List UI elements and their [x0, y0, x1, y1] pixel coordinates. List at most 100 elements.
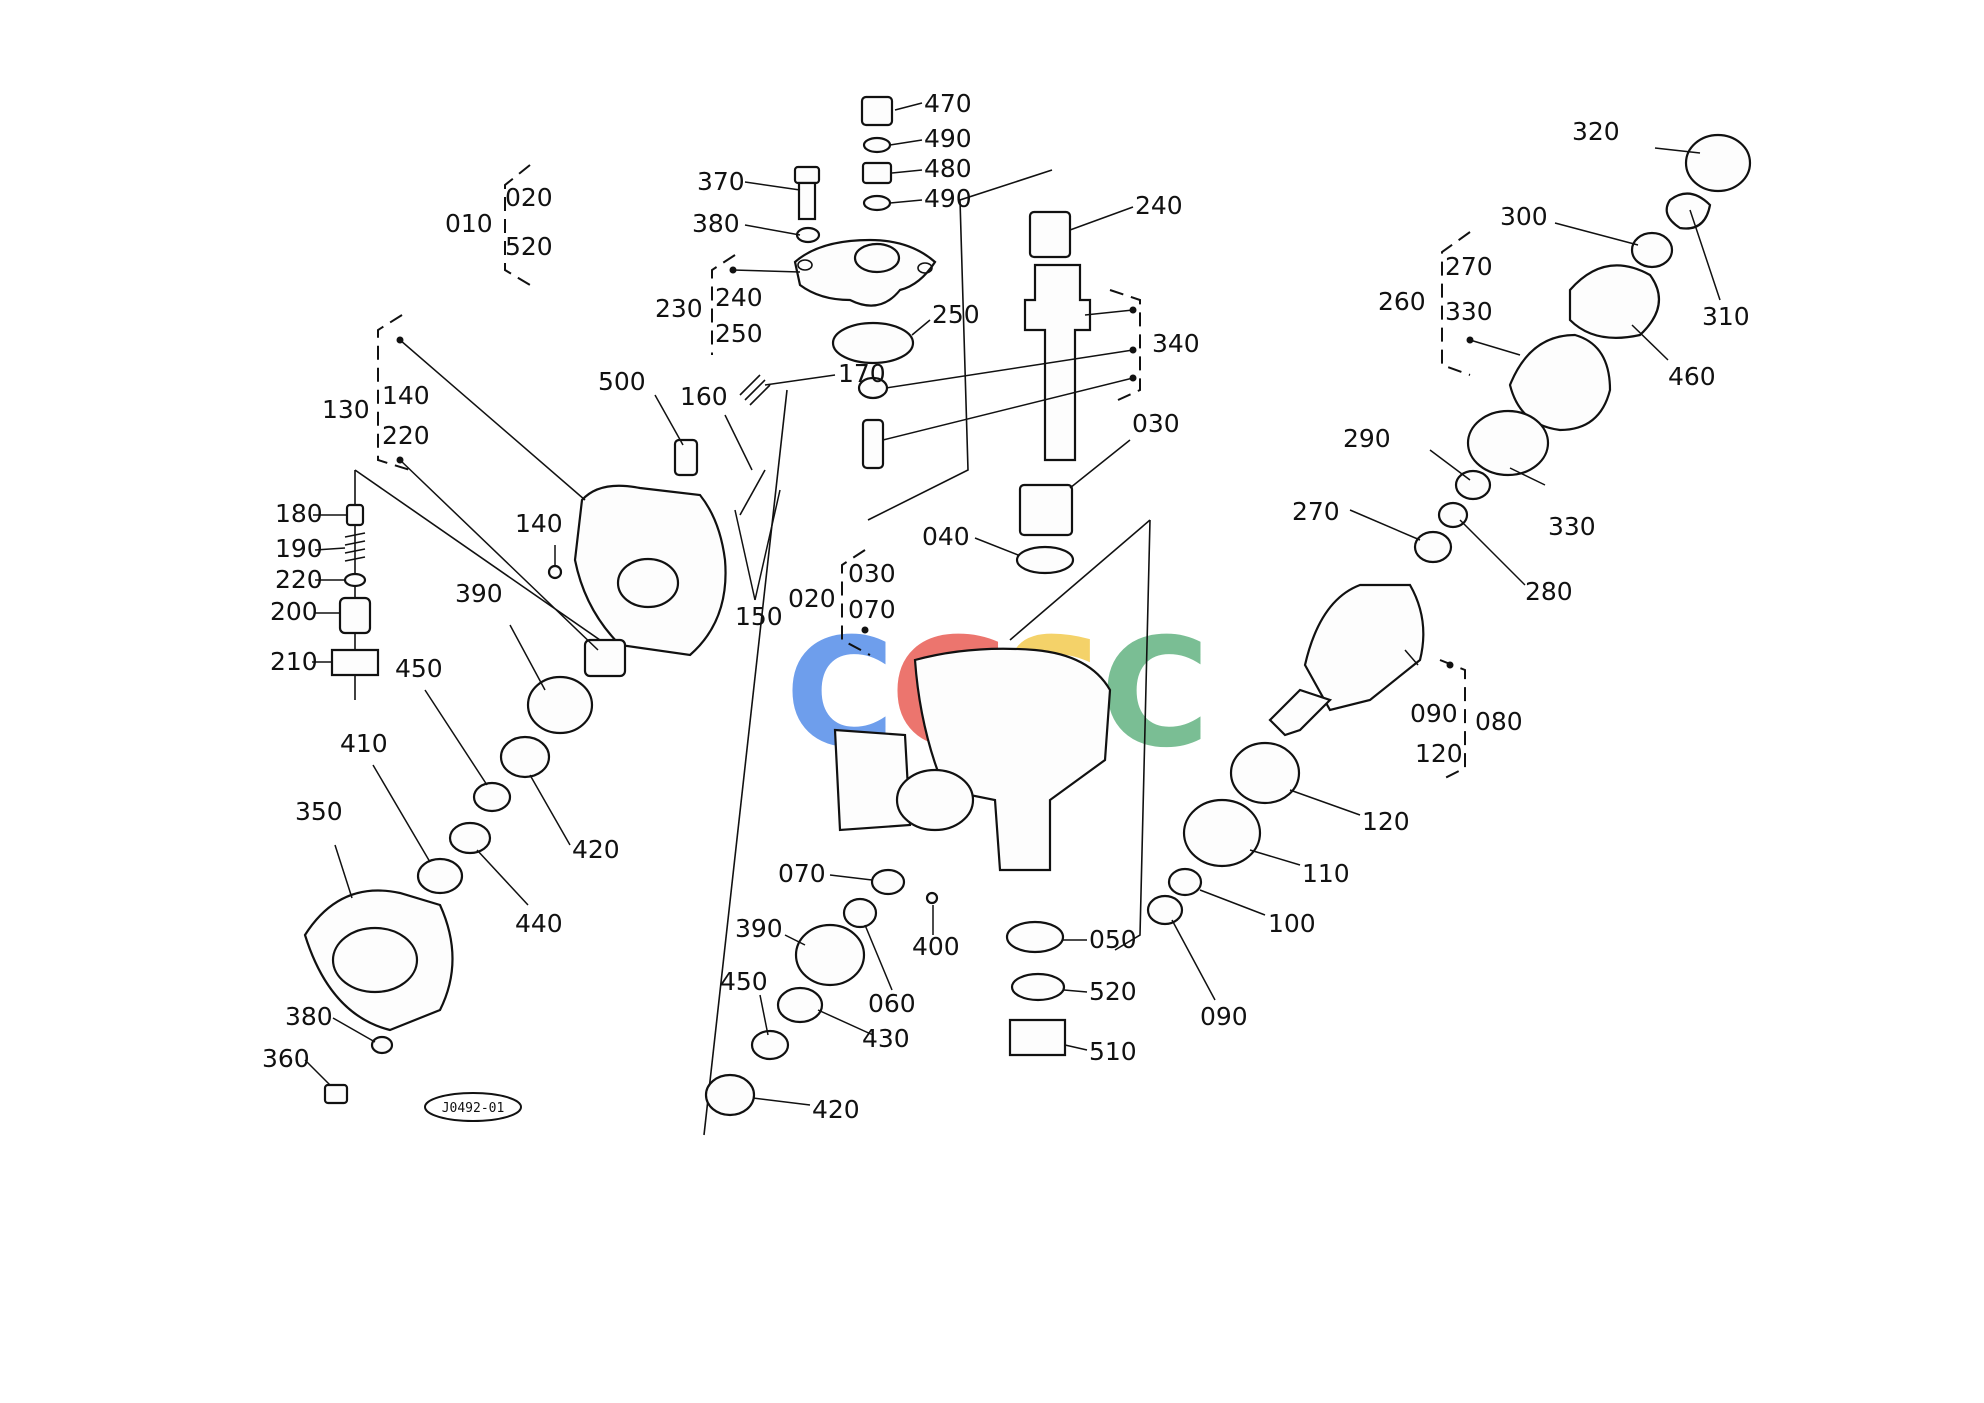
- lead-070b: [829, 874, 873, 881]
- lead-330b: [1509, 467, 1546, 486]
- label-070a: 070: [848, 595, 896, 624]
- shaft-080-stem: [1268, 688, 1333, 737]
- label-040: 040: [922, 522, 970, 551]
- label-450b: 450: [720, 967, 768, 996]
- label-380a: 380: [692, 209, 740, 238]
- label-490b: 490: [924, 184, 972, 213]
- label-170: 170: [838, 359, 886, 388]
- ball-140: [547, 564, 563, 580]
- label-360: 360: [262, 1044, 310, 1073]
- washer-440: [448, 821, 492, 855]
- shaft-340: [1023, 263, 1092, 462]
- housing-bore: [895, 768, 975, 832]
- label-250b: 250: [932, 300, 980, 329]
- label-120b: 120: [1362, 807, 1410, 836]
- lead-450a: [424, 689, 488, 786]
- label-220b: 220: [275, 565, 323, 594]
- lead-120b: [1289, 789, 1361, 816]
- bracket-230: [711, 254, 736, 355]
- lead-510: [1064, 1044, 1088, 1051]
- washer-490b: [862, 194, 892, 212]
- lead-470: [894, 102, 923, 111]
- lead-260: [1469, 339, 1521, 356]
- cover-dome: [331, 926, 419, 994]
- outline-left-block: [354, 469, 601, 641]
- lead-480: [891, 169, 923, 174]
- spring-170: [739, 374, 771, 406]
- label-230: 230: [655, 294, 703, 323]
- label-030a: 030: [1132, 409, 1180, 438]
- dot-260: [1466, 336, 1474, 344]
- plug-200: [338, 596, 372, 635]
- label-110: 110: [1302, 859, 1350, 888]
- label-080: 080: [1475, 707, 1523, 736]
- bracket-130: [377, 314, 411, 471]
- housing-side-plate: [833, 728, 912, 832]
- bolt-360: [323, 1083, 349, 1105]
- label-370: 370: [697, 167, 745, 196]
- washer-430: [776, 986, 824, 1024]
- label-240a: 240: [1135, 191, 1183, 220]
- washer-490a: [862, 136, 892, 154]
- washer-380a: [795, 226, 821, 244]
- rotor-080: [1303, 583, 1425, 712]
- flange-hole-left: [797, 259, 813, 271]
- dot-340c: [1129, 374, 1137, 382]
- lead-390b: [784, 934, 806, 946]
- label-140b: 140: [515, 509, 563, 538]
- lead-430: [817, 1009, 874, 1036]
- lead-520b: [1063, 989, 1088, 993]
- lead-340c: [882, 377, 1134, 441]
- lead-490b: [889, 199, 923, 204]
- flange-hole-right: [917, 262, 933, 274]
- oring-290: [1454, 469, 1492, 501]
- label-320: 320: [1572, 117, 1620, 146]
- label-190: 190: [275, 534, 323, 563]
- dot-340b: [1129, 346, 1137, 354]
- label-400: 400: [912, 932, 960, 961]
- nut-210: [330, 648, 380, 677]
- part-labels: 470 490 480 490 370 380 240 010 020 520 …: [262, 89, 1750, 1124]
- bearing-240: [1028, 210, 1072, 259]
- lead-110: [1249, 849, 1301, 866]
- label-500: 500: [598, 367, 646, 396]
- lead-320: [1654, 147, 1701, 154]
- label-020a: 020: [505, 183, 553, 212]
- lead-030a: [1069, 439, 1131, 489]
- lead-440: [476, 849, 529, 906]
- oring-110: [1182, 798, 1262, 868]
- lead-150a: [734, 509, 756, 601]
- snapring-310: [1665, 192, 1712, 230]
- label-510: 510: [1089, 1037, 1137, 1066]
- lead-390a: [509, 624, 546, 691]
- lead-150b: [754, 489, 781, 601]
- lead-220a: [399, 459, 599, 651]
- label-260: 260: [1378, 287, 1426, 316]
- label-220a: 220: [382, 421, 430, 450]
- block-bore: [616, 557, 680, 609]
- bearing-030: [1018, 483, 1074, 537]
- seal-060: [842, 897, 878, 929]
- label-070b: 070: [778, 859, 826, 888]
- lead-300: [1554, 222, 1639, 246]
- lead-290: [1429, 449, 1471, 481]
- lead-380b: [332, 1017, 376, 1043]
- lead-460: [1631, 324, 1669, 361]
- oring-070: [870, 868, 906, 896]
- label-490a: 490: [924, 124, 972, 153]
- dot-220: [396, 456, 404, 464]
- label-470: 470: [924, 89, 972, 118]
- oring-220: [343, 572, 367, 588]
- label-430: 430: [862, 1024, 910, 1053]
- spring-190: [344, 532, 366, 562]
- bolt-370-head: [793, 165, 821, 185]
- seal-040: [1015, 545, 1075, 575]
- lead-500: [654, 394, 684, 446]
- bracket-260: [1441, 231, 1471, 376]
- bearing-300: [1630, 231, 1674, 269]
- label-290: 290: [1343, 424, 1391, 453]
- lead-280: [1459, 519, 1526, 586]
- label-050: 050: [1089, 925, 1137, 954]
- label-420a: 420: [572, 835, 620, 864]
- label-100: 100: [1268, 909, 1316, 938]
